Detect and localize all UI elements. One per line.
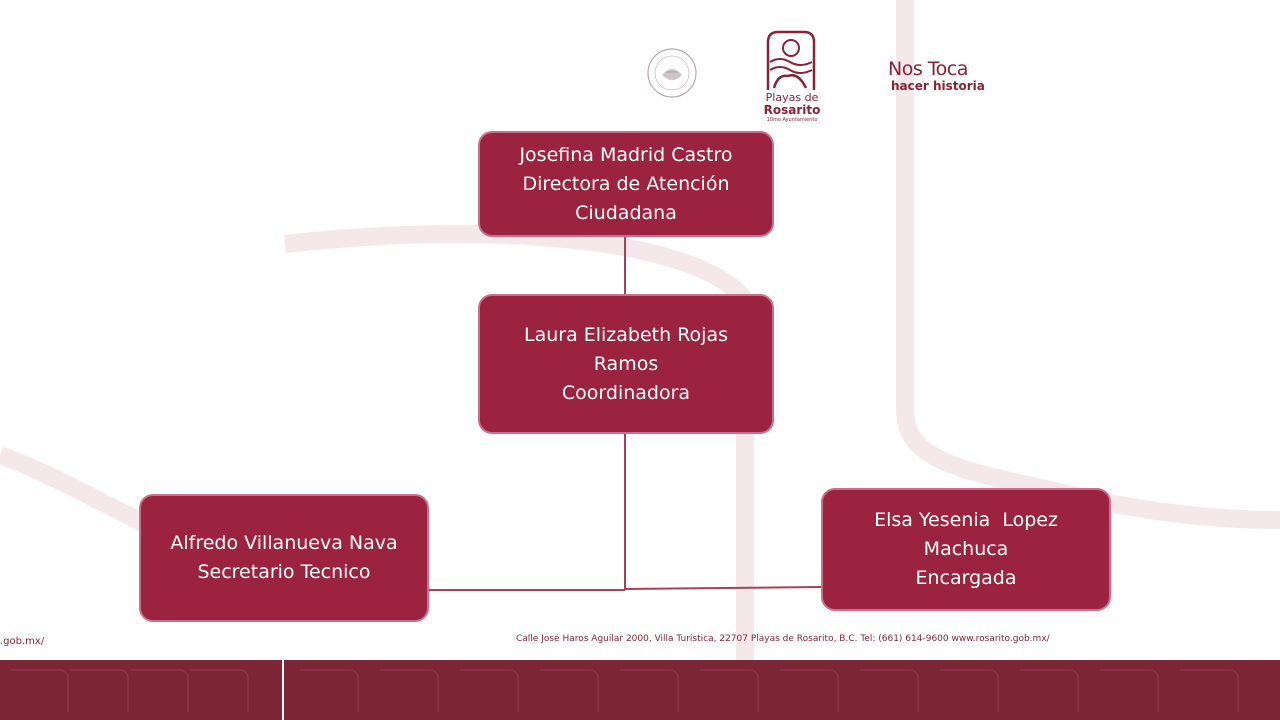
node-coordinator: Laura Elizabeth Rojas Ramos Coordinadora [478, 294, 774, 434]
footer-left-url: .gob.mx/ [0, 636, 45, 647]
node-technical-secretary-title: Secretario Tecnico [197, 561, 371, 583]
node-manager-title: Encargada [915, 567, 1017, 589]
edge-coordinator-manager [624, 586, 822, 590]
node-manager-name-line1: Elsa Yesenia Lopez [874, 509, 1058, 531]
footer-pattern [10, 660, 1239, 720]
node-director-title-line2: Ciudadana [575, 201, 677, 224]
playas-logo-line1: Playas de [765, 91, 819, 104]
footer-band [0, 660, 1280, 720]
node-coordinator-name-line1: Laura Elizabeth Rojas [523, 323, 729, 346]
node-coordinator-title: Coordinadora [561, 381, 691, 404]
slogan-line2: hacer historia [891, 79, 985, 93]
node-manager-name-line2: Machuca [923, 538, 1009, 560]
node-manager: Elsa Yesenia Lopez Machuca Encargada [821, 488, 1111, 611]
playas-de-rosarito-logo-icon [766, 30, 816, 90]
footer-address: Calle José Haros Aguilar 2000, Villa Tur… [516, 634, 1050, 644]
playas-logo-line3: 10mo Ayuntamiento [766, 117, 818, 123]
node-director: Josefina Madrid Castro Directora de Aten… [478, 131, 774, 237]
playas-logo-text: Playas de Rosarito 10mo Ayuntamiento [752, 91, 832, 124]
slogan-line1: Nos Toca [888, 58, 968, 80]
municipal-seal-icon [647, 48, 697, 98]
node-technical-secretary: Alfredo Villanueva Nava Secretario Tecni… [139, 494, 429, 622]
node-director-name: Josefina Madrid Castro [519, 143, 733, 166]
playas-logo-line2: Rosarito [763, 103, 821, 117]
node-coordinator-name-line2: Ramos [593, 352, 659, 375]
node-director-title-line1: Directora de Atención [522, 172, 730, 195]
node-technical-secretary-name: Alfredo Villanueva Nava [170, 532, 398, 554]
slogan-logo: Nos Toca hacer historia [888, 58, 985, 93]
